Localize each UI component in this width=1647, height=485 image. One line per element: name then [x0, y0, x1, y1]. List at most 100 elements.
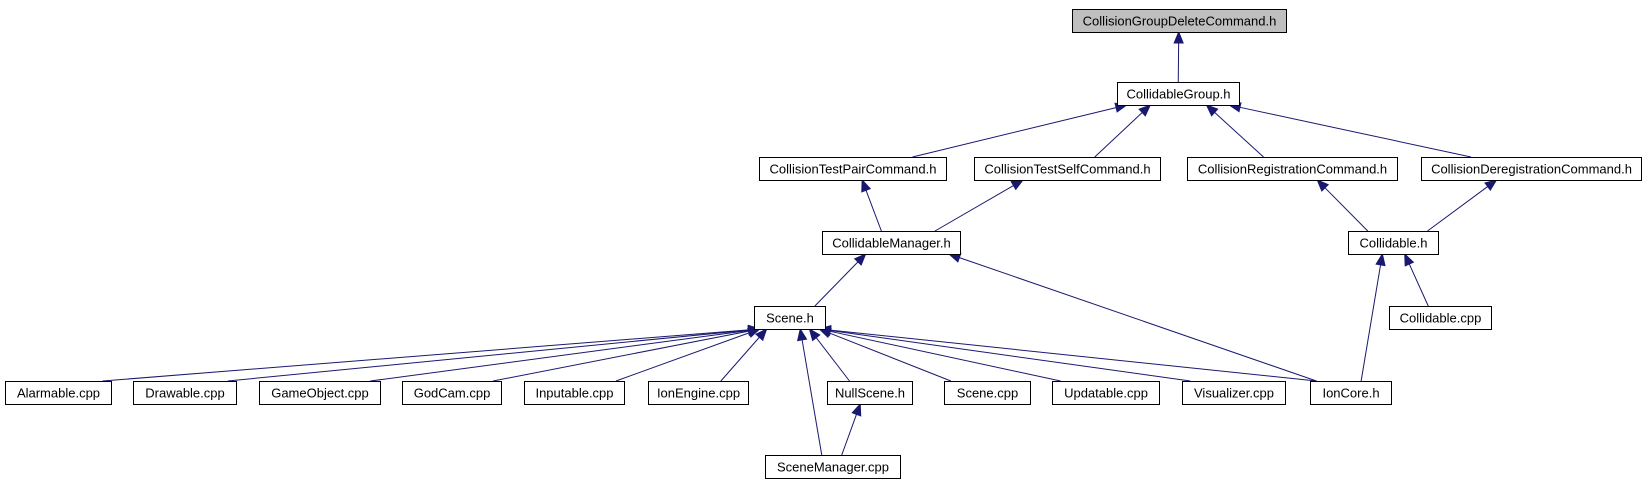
arrowhead	[1375, 252, 1386, 267]
edge-line	[1214, 112, 1264, 158]
edge-line	[720, 336, 760, 382]
node-layer: CollisionGroupDeleteCommand.hCollidableG…	[5, 9, 1642, 479]
file-node-box	[259, 381, 381, 405]
edge-line	[370, 329, 749, 382]
file-node-label: CollisionTestSelfCommand.h	[984, 162, 1150, 177]
file-node[interactable]: Visualizer.cpp	[1182, 381, 1286, 405]
file-node[interactable]: Scene.h	[754, 306, 826, 330]
edge-line	[865, 190, 882, 232]
arrowhead	[861, 178, 872, 193]
file-node[interactable]: Collidable.cpp	[1389, 306, 1492, 330]
file-node-label: CollisionDeregistrationCommand.h	[1431, 162, 1632, 177]
file-node-label: CollidableManager.h	[832, 236, 951, 251]
edge-line	[814, 261, 859, 307]
arrowhead	[851, 402, 862, 417]
dependency-edge	[1427, 179, 1498, 232]
dependency-edge	[1094, 104, 1152, 158]
file-node-box	[402, 381, 502, 405]
arrowhead	[755, 328, 768, 342]
file-node[interactable]: SceneManager.cpp	[765, 455, 901, 479]
file-node-label: SceneManager.cpp	[777, 460, 889, 475]
file-node[interactable]: CollisionRegistrationCommand.h	[1187, 157, 1398, 181]
file-node[interactable]: GodCam.cpp	[402, 381, 502, 405]
file-node[interactable]: IonCore.h	[1310, 381, 1392, 405]
edge-line	[959, 257, 1317, 382]
dependency-edge	[1316, 179, 1369, 232]
file-node-label: Alarmable.cpp	[17, 386, 100, 401]
dependency-edge	[1227, 102, 1472, 158]
dependency-edge	[818, 326, 1061, 382]
edge-line	[1324, 187, 1369, 232]
file-node[interactable]: Updatable.cpp	[1052, 381, 1160, 405]
file-node-box	[1182, 381, 1286, 405]
edge-line	[830, 330, 1191, 382]
file-node-label: Collidable.cpp	[1400, 311, 1482, 326]
edge-line	[1408, 263, 1429, 307]
arrowhead	[808, 327, 821, 342]
arrowhead	[1316, 179, 1330, 192]
arrowhead	[1138, 104, 1152, 117]
file-node-box	[5, 381, 112, 405]
file-node-box	[1348, 231, 1439, 255]
dependency-edge	[818, 324, 1317, 382]
file-node[interactable]: Drawable.cpp	[133, 381, 237, 405]
file-node[interactable]: CollisionTestPairCommand.h	[759, 157, 947, 181]
edge-line	[801, 339, 823, 456]
file-node-label: GameObject.cpp	[271, 386, 369, 401]
file-node-box	[822, 231, 961, 255]
file-node-box	[1117, 82, 1240, 106]
edge-line	[815, 337, 850, 382]
file-node-box	[133, 381, 237, 405]
file-node[interactable]: GameObject.cpp	[259, 381, 381, 405]
arrowhead	[1404, 252, 1415, 267]
file-node[interactable]: CollisionGroupDeleteCommand.h	[1072, 9, 1287, 33]
dependency-edge	[1360, 252, 1386, 382]
file-node-label: CollisionRegistrationCommand.h	[1198, 162, 1387, 177]
file-node[interactable]: NullScene.h	[827, 381, 913, 405]
file-node-box	[759, 157, 947, 181]
dependency-edge	[797, 327, 823, 456]
dependency-edge	[818, 328, 952, 382]
arrowhead	[747, 327, 761, 338]
dependency-edge	[861, 178, 882, 232]
file-node-label: NullScene.h	[835, 386, 905, 401]
file-node[interactable]: Scene.cpp	[944, 381, 1031, 405]
file-node-box	[765, 455, 901, 479]
arrowhead	[853, 253, 867, 266]
file-node-label: Drawable.cpp	[145, 386, 225, 401]
edge-line	[615, 332, 750, 382]
edge-line	[1427, 186, 1488, 232]
file-node-box	[754, 306, 826, 330]
dependency-edge	[615, 327, 761, 382]
arrowhead	[1010, 179, 1025, 191]
edge-line	[830, 329, 1317, 382]
file-node-box	[974, 157, 1161, 181]
file-node-box	[827, 381, 913, 405]
file-node[interactable]: Inputable.cpp	[524, 381, 625, 405]
file-node[interactable]: CollidableGroup.h	[1117, 82, 1240, 106]
file-node-box	[1187, 157, 1398, 181]
edge-line	[492, 330, 749, 382]
file-node-label: CollisionTestPairCommand.h	[770, 162, 937, 177]
dependency-edge	[1173, 30, 1184, 83]
file-node[interactable]: CollisionTestSelfCommand.h	[974, 157, 1161, 181]
edge-layer	[102, 30, 1498, 456]
file-node[interactable]: IonEngine.cpp	[648, 381, 749, 405]
file-node-label: Scene.cpp	[957, 386, 1018, 401]
file-node[interactable]: Alarmable.cpp	[5, 381, 112, 405]
file-node[interactable]: Collidable.h	[1348, 231, 1439, 255]
file-node-label: Inputable.cpp	[535, 386, 613, 401]
file-node[interactable]: CollisionDeregistrationCommand.h	[1421, 157, 1642, 181]
arrowhead	[797, 327, 808, 342]
dependency-edge	[934, 179, 1025, 232]
arrowhead	[1173, 30, 1184, 44]
dependency-edge	[818, 325, 1191, 382]
dependency-edge	[912, 102, 1129, 158]
file-node[interactable]: CollidableManager.h	[822, 231, 961, 255]
file-node-label: CollidableGroup.h	[1126, 87, 1230, 102]
edge-line	[1239, 106, 1472, 158]
file-node-label: Scene.h	[766, 311, 814, 326]
arrowhead	[1205, 104, 1219, 117]
file-node-label: IonEngine.cpp	[657, 386, 740, 401]
file-node-box	[648, 381, 749, 405]
